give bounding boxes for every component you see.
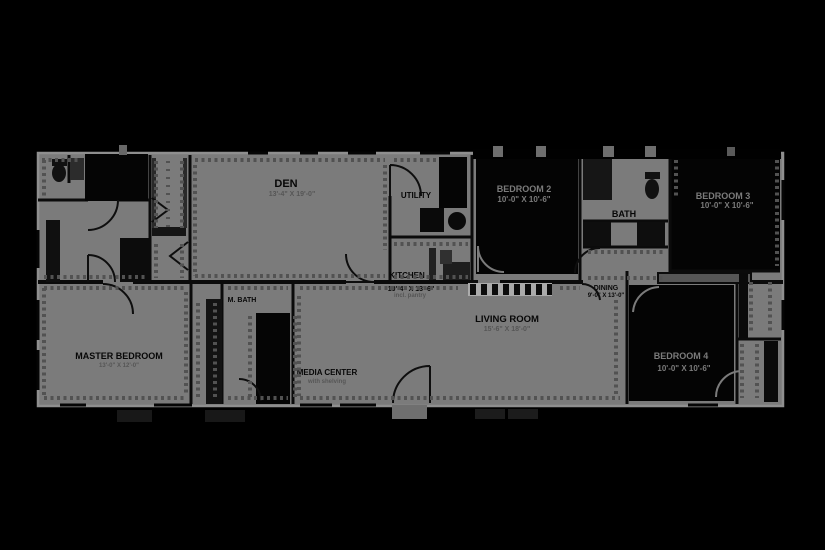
svg-text:LIVING ROOM: LIVING ROOM — [475, 314, 539, 325]
svg-text:10'-0" X 10'-6": 10'-0" X 10'-6" — [657, 364, 710, 373]
svg-text:DINING: DINING — [594, 285, 619, 292]
svg-text:MASTER BEDROOM: MASTER BEDROOM — [75, 351, 163, 361]
svg-text:MEDIA CENTER: MEDIA CENTER — [297, 368, 358, 377]
svg-text:13'-0" X 12'-0": 13'-0" X 12'-0" — [99, 363, 139, 369]
svg-text:BATH: BATH — [612, 209, 636, 219]
svg-text:BEDROOM 3: BEDROOM 3 — [696, 191, 751, 201]
svg-text:M. BATH: M. BATH — [228, 297, 257, 304]
svg-text:10'-0" X 10'-6": 10'-0" X 10'-6" — [497, 195, 550, 204]
svg-text:BEDROOM 2: BEDROOM 2 — [497, 184, 552, 194]
svg-text:10'-0" X 10'-6": 10'-0" X 10'-6" — [700, 201, 753, 210]
svg-text:BEDROOM 4: BEDROOM 4 — [654, 351, 709, 361]
svg-text:UTILITY: UTILITY — [401, 191, 432, 200]
svg-text:9'-0" X 13'-0": 9'-0" X 13'-0" — [588, 293, 625, 299]
svg-text:incl. pantry: incl. pantry — [394, 293, 427, 299]
svg-text:with shelving: with shelving — [307, 379, 346, 385]
svg-text:13'-4" X 19'-0": 13'-4" X 19'-0" — [269, 191, 316, 198]
svg-text:DEN: DEN — [274, 178, 297, 190]
svg-text:15'-6" X 18'-0": 15'-6" X 18'-0" — [484, 326, 531, 333]
